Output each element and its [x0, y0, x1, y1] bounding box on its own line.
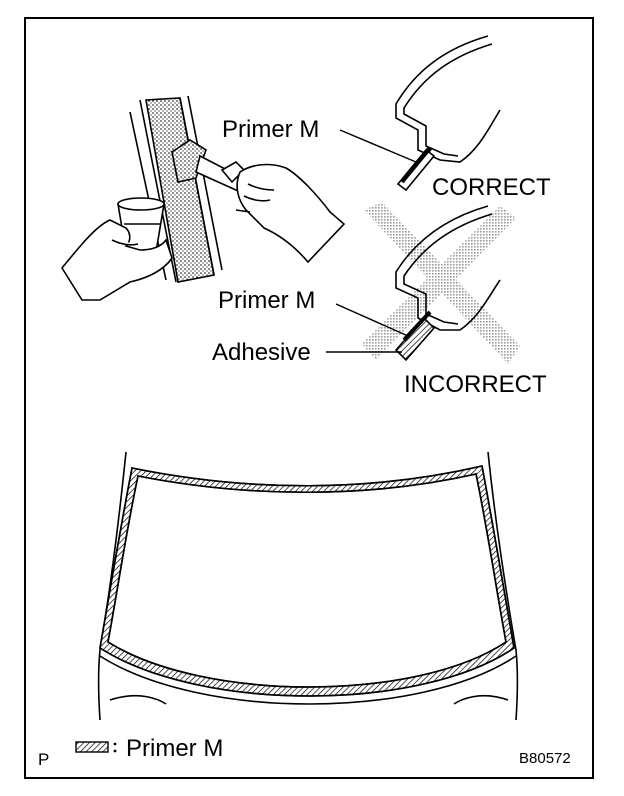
- primer-label-incorrect: Primer M: [218, 287, 316, 314]
- windshield-diagram: [97, 451, 519, 721]
- corner-letter: P: [38, 750, 50, 769]
- leader-primer-correct: [339, 129, 417, 163]
- primer-cup-icon: [61, 197, 173, 301]
- incorrect-label: INCORRECT: [404, 371, 547, 398]
- incorrect-cross-mark: [362, 202, 520, 364]
- correct-label: CORRECT: [432, 174, 551, 201]
- legend-colon-dot-top: [113, 742, 117, 746]
- primer-layer-incorrect: [402, 310, 432, 342]
- hatch-swatch-icon: [75, 741, 109, 753]
- windshield-primer-band: [99, 465, 515, 697]
- paintbrush-icon: [171, 139, 346, 264]
- figure-code: B80572: [519, 750, 571, 767]
- figure-frame: [24, 17, 594, 779]
- legend-colon-dot-bottom: [113, 749, 117, 753]
- primer-label-correct: Primer M: [222, 116, 320, 143]
- adhesive-label: Adhesive: [212, 339, 311, 366]
- leader-primer-incorrect: [335, 303, 409, 337]
- legend-label: Primer M: [126, 735, 224, 762]
- incorrect-section-diagram: [326, 202, 520, 364]
- correct-section-diagram: [339, 35, 501, 192]
